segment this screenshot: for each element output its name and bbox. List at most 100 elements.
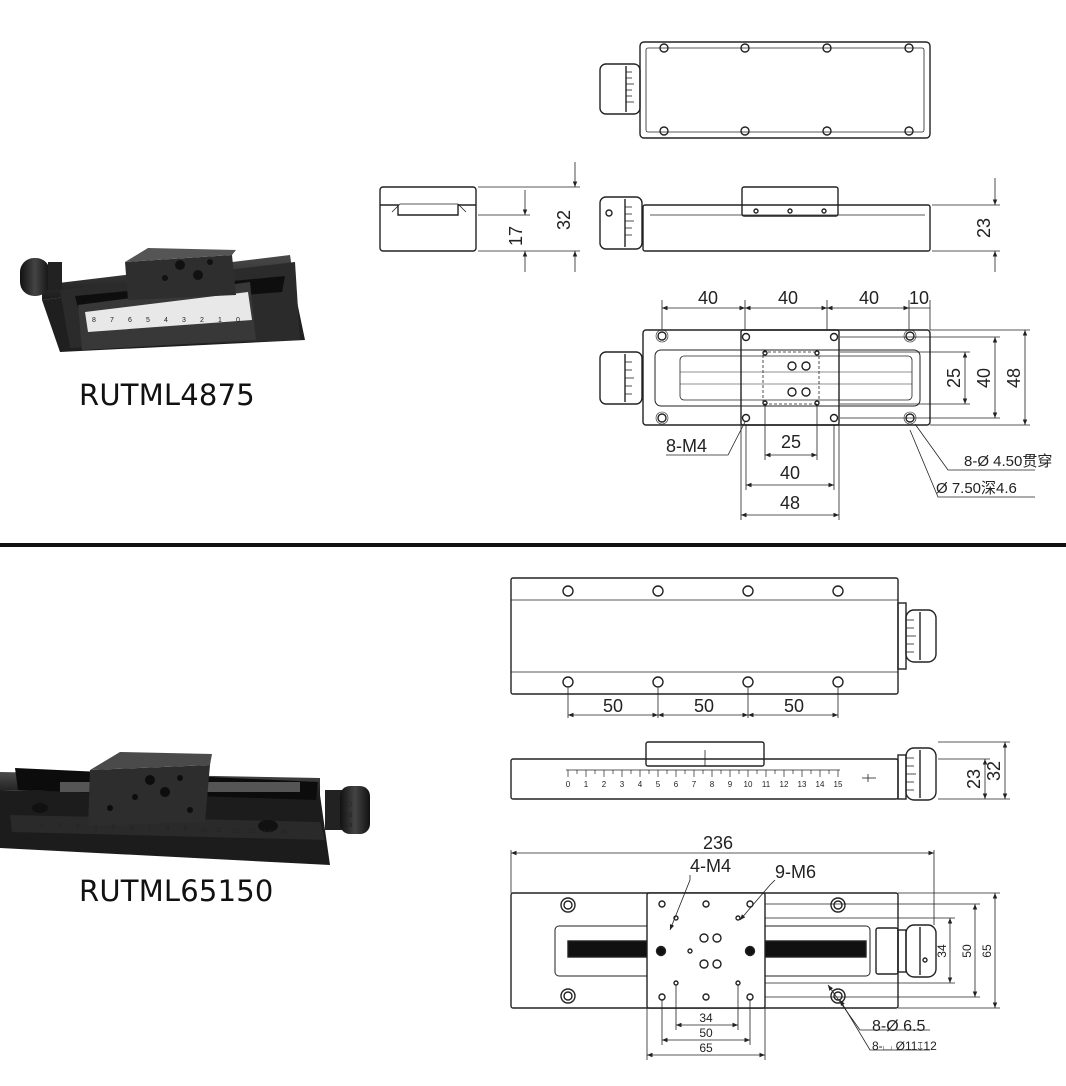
svg-text:7: 7	[148, 826, 152, 832]
svg-text:2: 2	[200, 317, 204, 324]
svg-text:14: 14	[264, 830, 271, 836]
svg-text:13: 13	[248, 829, 255, 835]
scale-label: 11	[762, 780, 771, 789]
svg-text:5: 5	[112, 825, 116, 831]
scale-label: 10	[744, 780, 753, 789]
dim-right-48: 48	[1004, 368, 1024, 388]
svg-text:9: 9	[184, 827, 188, 833]
scale-label: 5	[656, 780, 661, 789]
scale-label: 2	[602, 780, 607, 789]
front-view-rutml65150	[510, 741, 937, 801]
dim-pitch-50-b: 50	[694, 696, 714, 716]
svg-text:6: 6	[128, 317, 132, 324]
scale-label: 3	[620, 780, 625, 789]
dim-bottom-48: 48	[780, 493, 800, 513]
svg-text:0.9: 0.9	[344, 823, 353, 829]
product-photo-rutml65150	[0, 752, 370, 865]
svg-text:4: 4	[164, 317, 168, 324]
dim-right-65: 65	[980, 944, 994, 958]
plan-dims-rutml65150	[510, 850, 1000, 1060]
svg-text:3: 3	[182, 317, 186, 324]
callout-9-m6: 9-M6	[775, 862, 816, 882]
dim-bottom-25: 25	[781, 432, 801, 452]
svg-text:0.7: 0.7	[344, 803, 353, 809]
dim-bottom-50: 50	[699, 1026, 713, 1040]
model-name-rutml65150: RUTML65150	[79, 874, 274, 908]
side-dims-rutml4875	[478, 162, 580, 272]
scale-label: 9	[728, 780, 733, 789]
callout-counterbore-b: 8-⌴ Ø11↧12	[872, 1039, 937, 1053]
model-name-rutml4875: RUTML4875	[79, 378, 255, 412]
callout-8-m4: 8-M4	[666, 436, 707, 456]
dim-bottom-34: 34	[699, 1011, 713, 1025]
svg-text:3: 3	[76, 824, 80, 830]
scale-label: 7	[692, 780, 697, 789]
side-view-rutml4875	[379, 186, 477, 252]
section-divider	[0, 543, 1066, 547]
svg-text:7: 7	[110, 317, 114, 324]
scale-label: 12	[780, 780, 789, 789]
front-dims-rutml65150	[938, 741, 1010, 800]
top-dims-rutml65150	[567, 688, 839, 718]
front-view-rutml4875	[599, 186, 931, 252]
scale-label: 8	[710, 780, 715, 789]
svg-text:1: 1	[218, 317, 222, 324]
dim-front-32-b: 32	[984, 761, 1004, 781]
dim-top-10: 10	[909, 288, 929, 308]
top-view-rutml65150	[510, 577, 937, 695]
dim-top-40-c: 40	[859, 288, 879, 308]
scale-label: 14	[816, 780, 825, 789]
svg-text:4: 4	[94, 825, 98, 831]
plan-dims-rutml4875	[661, 300, 1035, 520]
svg-text:0: 0	[344, 793, 348, 799]
top-view-rutml4875	[599, 41, 931, 139]
dim-bottom-40: 40	[780, 463, 800, 483]
dim-overall-236: 236	[703, 833, 733, 853]
svg-text:0: 0	[236, 317, 240, 324]
svg-text:6: 6	[130, 826, 134, 832]
dim-pitch-50-c: 50	[784, 696, 804, 716]
front-scale-ticks	[567, 770, 839, 777]
scale-label: 1	[584, 780, 589, 789]
dim-bottom-65: 65	[699, 1041, 713, 1055]
svg-text:1: 1	[40, 824, 44, 830]
callout-4-m4: 4-M4	[690, 856, 731, 876]
plan-dim-labels-bottom: 34 50 65 34 50 65	[699, 944, 994, 1055]
dim-right-34: 34	[935, 944, 949, 958]
svg-text:10: 10	[200, 828, 207, 834]
dim-pitch-50-a: 50	[603, 696, 623, 716]
plan-view-rutml4875	[599, 329, 931, 426]
svg-text:8: 8	[92, 317, 96, 324]
scale-label: 0	[566, 780, 571, 789]
product-photo-rutml4875	[20, 248, 305, 352]
dim-right-40: 40	[974, 368, 994, 388]
plan-view-rutml65150	[510, 892, 937, 1009]
dim-top-40-b: 40	[778, 288, 798, 308]
top-dim-labels-bottom: 50 50 50	[603, 696, 804, 716]
vernier-labels: 00.7 0.80.9	[344, 793, 353, 829]
plan-dim-labels-top: 40 40 40 10 25 40 48 25 40 48	[698, 288, 1024, 513]
dim-side-17: 17	[506, 226, 526, 246]
scale-label: 6	[674, 780, 679, 789]
scale-label: 15	[834, 780, 843, 789]
dim-right-50: 50	[960, 944, 974, 958]
svg-text:8: 8	[166, 827, 170, 833]
photo-scale-labels-top: 8 7 6 5 4 3 2 1 0	[92, 317, 240, 324]
dim-front-23-b: 23	[964, 769, 984, 789]
front-dims-rutml4875	[932, 178, 1000, 272]
svg-text:11: 11	[216, 828, 223, 834]
dim-top-40-a: 40	[698, 288, 718, 308]
scale-label: 4	[638, 780, 643, 789]
scale-label: 13	[798, 780, 807, 789]
svg-text:15: 15	[280, 830, 287, 836]
dim-front-23: 23	[974, 218, 994, 238]
callout-counterbore: Ø 7.50深4.6	[936, 480, 1017, 497]
svg-text:5: 5	[146, 317, 150, 324]
svg-text:2: 2	[58, 824, 62, 830]
svg-text:12: 12	[232, 829, 239, 835]
callout-mount-holes: 8-Ø 6.5	[872, 1018, 925, 1035]
dim-side-32: 32	[554, 210, 574, 230]
